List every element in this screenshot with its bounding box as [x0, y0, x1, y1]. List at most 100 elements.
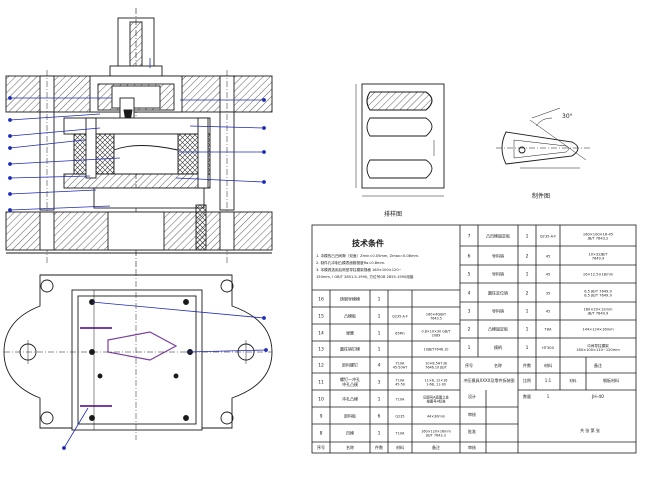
bom-no: 13	[318, 347, 324, 353]
bom-name: 凸模板	[344, 313, 356, 319]
bom-name: 冲孔凸模	[342, 396, 358, 402]
footer-extra: 审核	[468, 444, 476, 450]
notes-title: 技术条件	[352, 238, 384, 248]
bom-name: 导料销	[492, 308, 504, 314]
bom-name: 卸料板	[344, 413, 356, 419]
strip-layout-caption: 排样图	[384, 210, 402, 218]
bom-spec: 1-68, 11-30	[426, 383, 446, 387]
qty-value: 1	[547, 394, 550, 399]
bom-spec: 2089	[432, 334, 441, 338]
bom-spec: 44×30mm	[427, 415, 446, 419]
bom-material: T10A	[395, 361, 405, 365]
technical-notes: 技术条件 1. 冲模的凸凹间隙（双面）Zmin=0.05mm, Zmax=0.0…	[316, 238, 419, 279]
strip-layout	[355, 83, 445, 197]
bom-name: 螺钉—冲孔	[340, 376, 360, 382]
bom-spec: 7643.5	[430, 317, 442, 321]
bom-no: 14	[318, 331, 324, 337]
bom-material: 35	[546, 292, 551, 296]
plan-leaders	[62, 301, 268, 450]
bom-no: 7	[468, 234, 471, 240]
bom-qty: 2	[526, 291, 529, 297]
front-section-view	[5, 8, 273, 270]
drawing-number: JH-40	[591, 394, 604, 400]
bom-qty: 1	[378, 347, 381, 353]
approve-label: 批准	[468, 428, 476, 434]
bom-spec: 7646.10 JB/T	[425, 366, 448, 370]
bom-material: Q235-A·F	[392, 315, 408, 319]
bom-name: 卸料螺钉	[342, 362, 358, 368]
bom-qty: 6	[378, 414, 381, 420]
bom-spec: 见图号A面图之处	[423, 394, 450, 399]
bom-spec: 7649.9	[592, 257, 605, 261]
bom-material: T8A	[544, 328, 552, 332]
header-no: 序号	[465, 362, 473, 368]
bom-spec: 160×100×110~120mm	[576, 348, 620, 352]
bom-qty: 1	[378, 397, 381, 403]
bom-spec: 16×12.5×18mm	[583, 273, 614, 277]
bom-material: T10A	[395, 432, 405, 436]
bom-qty: 1	[526, 272, 529, 278]
bom-qty: 1	[378, 431, 381, 437]
bom-spec: 160×20×12mm	[583, 307, 613, 311]
bom-no: 10	[318, 397, 324, 403]
bom-material: HT300	[542, 346, 554, 350]
header-name: 名称	[494, 362, 502, 368]
bom-no: 9	[320, 414, 323, 420]
drawing-title: 冲压模具XXXX及零件拆装图	[464, 377, 515, 383]
front-leaders	[8, 58, 266, 212]
sheet-label: 共 张 第 张	[580, 427, 600, 433]
footer-spec: 备注	[432, 444, 440, 450]
note-line-4: 150mm, Ⅰ GB/T 2851.5-1990, 方位号GB 2855-19…	[316, 274, 415, 279]
material-label: 材料	[569, 378, 577, 383]
bom-material: 45-50	[395, 383, 405, 387]
bom-spec: 160×120×16mm	[421, 429, 451, 433]
bom-spec: 按图号4标准	[426, 399, 446, 404]
part-angle-label: 30°	[562, 113, 573, 120]
bom-no: 12	[318, 363, 324, 369]
bom-spec: 160×40JB/T	[426, 312, 447, 316]
bom-spec: 10JB/T7646.10	[424, 348, 449, 352]
bom-qty: 1	[526, 234, 529, 240]
bom-name: 凸凹模固定板	[486, 233, 510, 239]
bom-spec: 11×8, 12×16	[425, 378, 448, 382]
bom-no: 8	[320, 431, 323, 437]
bom-qty: 3	[378, 380, 381, 386]
bom-no: 3	[468, 309, 471, 315]
bom-no: 4	[468, 291, 471, 297]
bom-name: 圆柱定位销	[488, 290, 508, 296]
header-material: 材料	[544, 362, 552, 368]
bom-spec: 160×100×16-45	[583, 232, 613, 236]
plan-view	[3, 270, 273, 440]
bom-no: 16	[318, 297, 324, 303]
bom-material: Q235-A·F	[540, 235, 557, 239]
part-drawing-caption: 制件图	[532, 192, 550, 200]
material-value: 钢板材料	[603, 377, 619, 383]
header-qty: 件数	[523, 362, 531, 368]
design-label: 设计	[468, 393, 476, 399]
bom-qty: 4	[378, 363, 381, 369]
bom-qty: 1	[526, 345, 529, 351]
bom-name: 弹簧	[346, 330, 354, 336]
part-drawing	[496, 107, 592, 169]
bom-spec: JB/T 7649.9	[587, 312, 609, 316]
bom-name: 冲孔凸模	[342, 381, 358, 387]
footer-qty: 件数	[375, 444, 383, 450]
bom-material: Q235	[395, 415, 404, 419]
bom-material: 65Mn	[395, 332, 404, 336]
bom-name: 模柄	[494, 344, 502, 350]
scale-label: 比例	[523, 377, 531, 383]
scale-value: 1:1	[545, 378, 552, 383]
bom-material: 45	[546, 255, 551, 259]
bom-name: 铸钢导模模	[340, 296, 360, 302]
bom-spec: 0.8×10×30 GB/T	[422, 329, 452, 333]
bom-name: 圆柱销钉模	[340, 346, 360, 352]
bom-spec: 10×32JB/T	[588, 252, 608, 256]
note-line-2: 2. 制件孔冲制凸模表面粗糙度Ra=0.8mm.	[316, 260, 385, 265]
bom-name: 导料销	[492, 271, 504, 277]
bom-material: 45	[546, 310, 551, 314]
footer-name: 名称	[346, 444, 354, 450]
title-block	[311, 224, 637, 454]
bom-name: 凹模	[346, 430, 354, 436]
